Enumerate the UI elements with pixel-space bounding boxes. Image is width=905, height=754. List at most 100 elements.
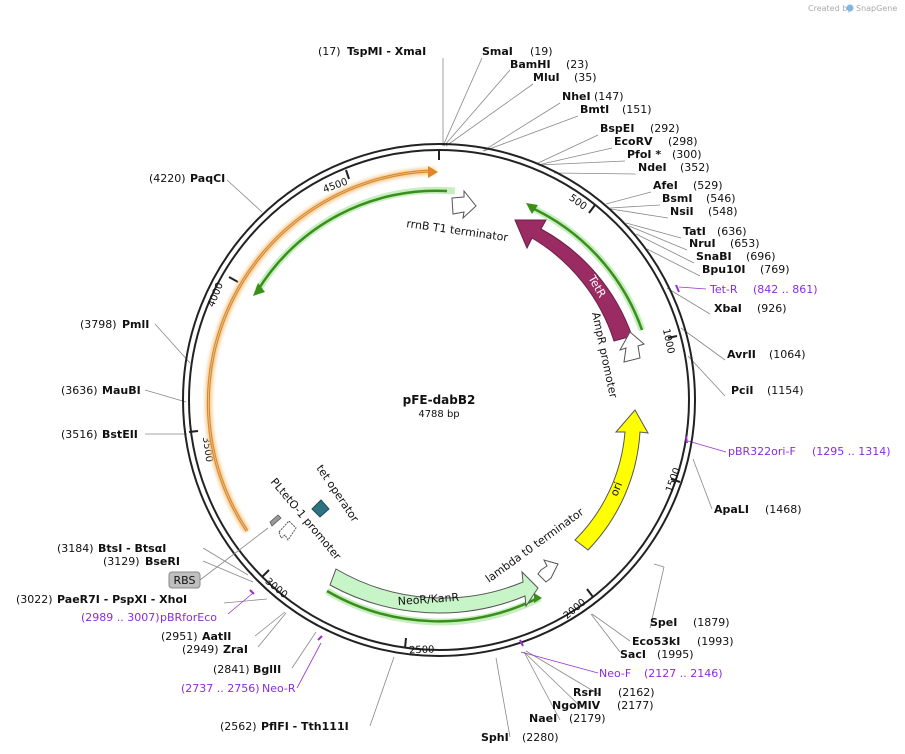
enzyme-pos-naei: (2179): [569, 712, 606, 725]
tick-label-2500: 2500: [409, 644, 435, 656]
enzyme-pos-ngomiv: (2177): [617, 699, 654, 712]
tick-label-2000: 2000: [562, 597, 589, 622]
enzyme-name-pflfi: PflFI - Tth111I: [261, 720, 349, 733]
enzyme-name-smai: SmaI: [482, 45, 513, 58]
snapgene-logo-icon: [846, 4, 854, 12]
primer-range-neo-f: (2127 .. 2146): [644, 667, 723, 680]
tick-marks: [188, 150, 681, 649]
enzyme-name-tati: TatI: [683, 225, 706, 238]
primer-leader-lines: [227, 286, 727, 689]
enzyme-name-saci: SacI: [620, 648, 646, 661]
enzyme-name-apali: ApaLI: [714, 503, 749, 516]
enzyme-pos-bmti: (151): [622, 103, 652, 116]
enzyme-name-eco53ki: Eco53kI: [632, 635, 680, 648]
lambda-terminator-arrow: lambda t0 terminator: [483, 505, 586, 585]
enzyme-name-aatii: AatII: [202, 630, 231, 643]
enzyme-pos-maubi: (3636): [61, 384, 98, 397]
enzyme-name-afei: AfeI: [653, 179, 678, 192]
enzyme-name-bseri: BseRI: [145, 555, 180, 568]
enzyme-pos-nsii: (548): [708, 205, 738, 218]
neor-kanr-label: NeoR/KanR: [397, 591, 460, 608]
enzyme-pos-tspmi: (17): [318, 45, 341, 58]
green-right-feature: [526, 203, 646, 332]
primer-range-tet-r: (842 .. 861): [753, 283, 818, 296]
primer-name-neo-f: Neo-F: [599, 667, 631, 680]
enzyme-name-mlui: MluI: [533, 71, 560, 84]
enzyme-name-bpu10i: Bpu10I: [702, 263, 746, 276]
enzyme-pos-ecorv: (298): [668, 135, 698, 148]
enzyme-name-bsmi: BsmI: [662, 192, 693, 205]
enzyme-name-bmti: BmtI: [580, 103, 609, 116]
tet-operator-feature: tet operator: [311, 462, 362, 525]
enzyme-pos-bspei: (292): [650, 122, 680, 135]
primer-name-pbr322ori-f: pBR322ori-F: [728, 445, 796, 458]
enzyme-pos-sphi: (2280): [522, 731, 559, 744]
enzyme-pos-bglii: (2841): [213, 663, 250, 676]
enzyme-pos-btsi: (3184): [57, 542, 94, 555]
plasmid-size: 4788 bp: [418, 409, 459, 420]
enzyme-name-pcii: PciI: [731, 384, 753, 397]
enzyme-pos-pmli: (3798): [80, 318, 117, 331]
enzyme-pos-eco53ki: (1993): [697, 635, 734, 648]
primer-range-neo-r: (2737 .. 2756): [181, 682, 260, 695]
enzyme-name-nhei: NheI: [562, 90, 591, 103]
enzyme-pos-aatii: (2951): [161, 630, 198, 643]
enzyme-pos-xbai: (926): [757, 302, 787, 315]
primer-name-pbrforeco: pBRforEco: [160, 611, 217, 624]
enzyme-name-ecorv: EcoRV: [614, 135, 653, 148]
enzyme-name-paqci: PaqCI: [190, 172, 225, 185]
green-bottom-feature: [325, 587, 542, 626]
enzyme-name-zrai: ZraI: [223, 643, 248, 656]
enzyme-name-rsrii: RsrII: [573, 686, 602, 699]
credit-brand: SnapGene: [856, 4, 897, 13]
enzyme-name-bamhi: BamHI: [510, 58, 551, 71]
enzyme-pos-afei: (529): [693, 179, 723, 192]
tick-label-1500: 1500: [664, 466, 683, 494]
enzyme-pos-spei: (1879): [693, 616, 730, 629]
enzyme-name-paer7i: PaeR7I - PspXI - XhoI: [57, 593, 187, 606]
enzyme-name-sphi: SphI: [481, 731, 509, 744]
primer-name-neo-r: Neo-R: [262, 682, 296, 695]
enzyme-pos-tati: (636): [717, 225, 747, 238]
enzyme-pos-pfoi: (300): [672, 148, 702, 161]
plasmid-name: pFE-dabB2: [403, 393, 476, 407]
enzyme-name-snabi: SnaBI: [696, 250, 732, 263]
neor-kanr-feature: NeoR/KanR: [329, 568, 539, 614]
enzyme-name-maubi: MauBI: [102, 384, 141, 397]
rbs-label: RBS: [174, 574, 196, 587]
enzyme-name-btsi: BtsI - BtsαI: [98, 542, 166, 555]
enzyme-name-avrii: AvrII: [727, 348, 756, 361]
enzyme-name-xbai: XbaI: [714, 302, 742, 315]
ori-feature: ori: [574, 409, 649, 551]
enzyme-pos-bseri: (3129): [103, 555, 140, 568]
primer-name-tet-r: Tet-R: [709, 283, 738, 296]
enzyme-pos-saci: (1995): [657, 648, 694, 661]
enzyme-pos-rsrii: (2162): [618, 686, 655, 699]
enzyme-pos-nrui: (653): [730, 237, 760, 250]
orange-feature: [204, 166, 438, 533]
enzyme-name-pfoi: PfoI *: [627, 148, 661, 161]
enzyme-name-nsii: NsiI: [670, 205, 694, 218]
enzyme-pos-ndei: (352): [680, 161, 710, 174]
enzyme-name-bspei: BspEI: [600, 122, 634, 135]
enzyme-pos-paqci: (4220): [149, 172, 186, 185]
enzyme-pos-bpu10i: (769): [760, 263, 790, 276]
enzyme-name-ngomiv: NgoMIV: [552, 699, 601, 712]
lambda-terminator-label: lambda t0 terminator: [483, 505, 586, 585]
enzyme-pos-pcii: (1154): [767, 384, 804, 397]
credit-prefix: Created by: [808, 4, 852, 13]
enzyme-pos-bsteii: (3516): [61, 428, 98, 441]
enzyme-labels: (17) TspMI - XmaI SmaI (19) BamHI (23) M…: [16, 45, 806, 744]
enzyme-pos-zrai: (2949): [182, 643, 219, 656]
primer-range-pbrforeco: (2989 .. 3007): [81, 611, 160, 624]
tick-label-1000: 1000: [660, 328, 676, 355]
rrnb-terminator-arrow: rrnB T1 terminator: [406, 189, 509, 244]
enzyme-pos-smai: (19): [530, 45, 553, 58]
enzyme-pos-mlui: (35): [574, 71, 597, 84]
tick-label-500: 500: [567, 193, 589, 213]
enzyme-name-tspmi: TspMI - XmaI: [347, 45, 426, 58]
enzyme-name-nrui: NruI: [689, 237, 716, 250]
enzyme-name-bsteii: BstEII: [102, 428, 138, 441]
primer-marks: [249, 284, 688, 647]
